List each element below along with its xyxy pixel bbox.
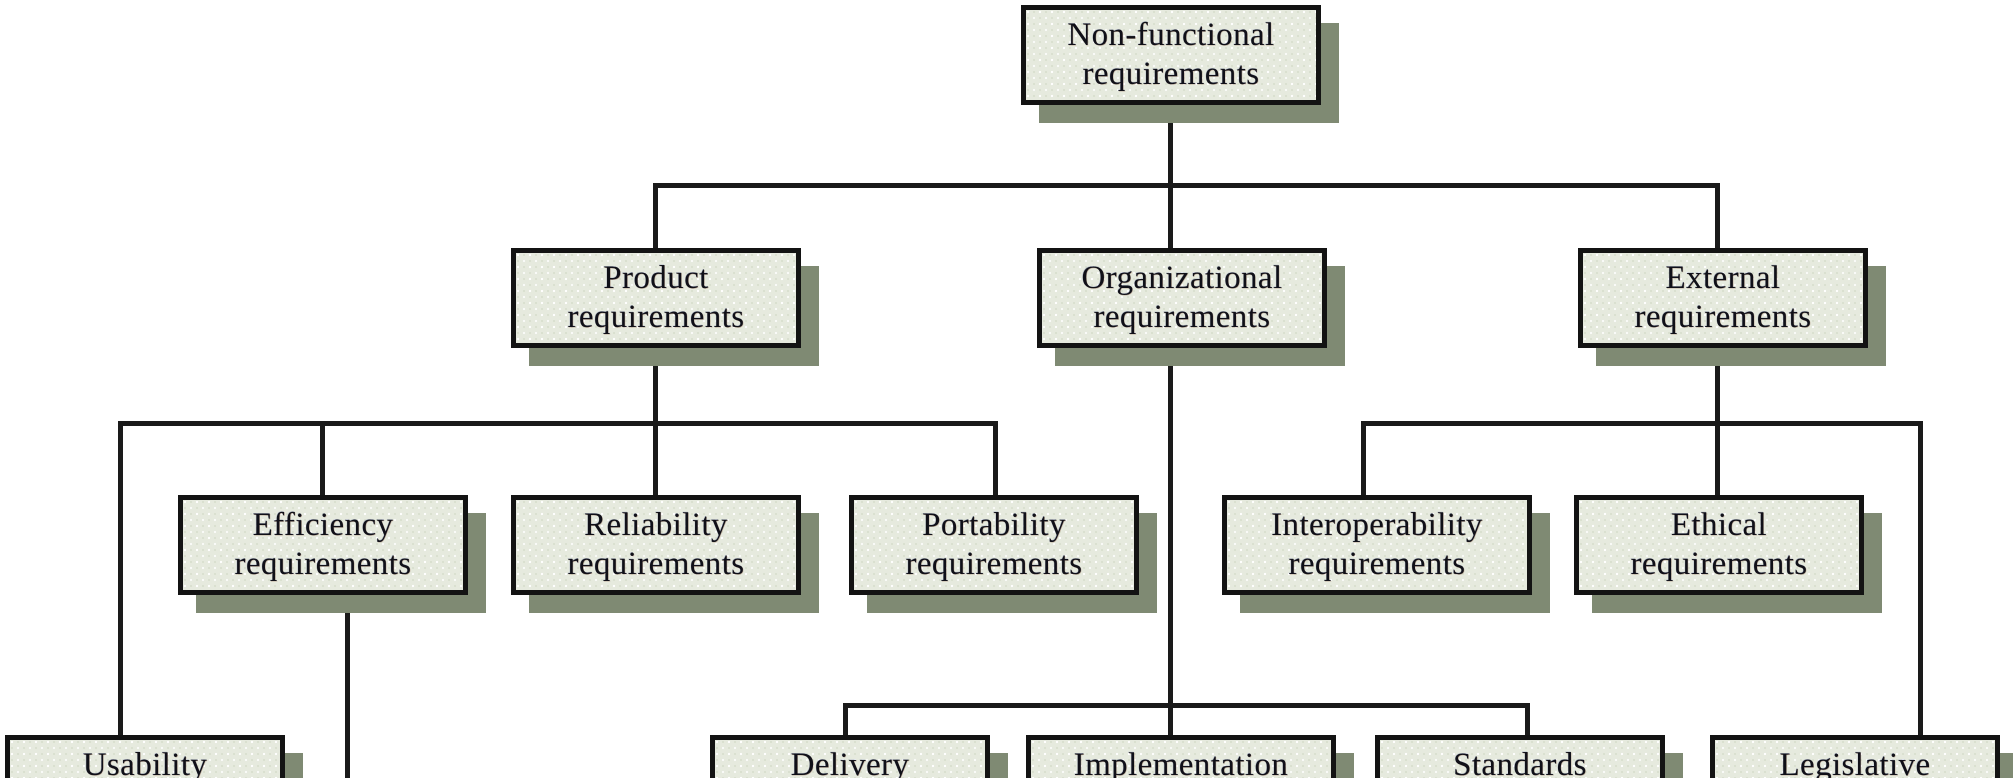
node-root[interactable]: Non-functional requirements [1021, 5, 1339, 123]
node-box[interactable]: Non-functional requirements [1021, 5, 1321, 105]
node-box[interactable]: Organizational requirements [1037, 248, 1327, 348]
node-box[interactable]: Standards requirements [1375, 735, 1665, 778]
node-label: Efficiency requirements [234, 507, 412, 582]
edge-organizational-to-standards [1525, 703, 1530, 743]
edge-product-stem [653, 348, 658, 426]
node-label: External requirements [1634, 260, 1812, 335]
edge-efficiency-stem [345, 595, 350, 778]
node-product[interactable]: Product requirements [511, 248, 819, 366]
node-organizational[interactable]: Organizational requirements [1037, 248, 1345, 366]
node-box[interactable]: Efficiency requirements [178, 495, 468, 595]
edge-product-to-usability [118, 421, 123, 743]
edge-product-to-efficiency [320, 421, 325, 499]
edge-root-stem [1168, 105, 1173, 188]
node-label: Legislative requirements [1779, 747, 1931, 778]
node-label: Delivery requirements [790, 747, 910, 778]
node-portability[interactable]: Portability requirements [849, 495, 1157, 613]
edge-root-bus [653, 183, 1718, 188]
node-label: Non-functional requirements [1067, 17, 1275, 92]
node-legislative[interactable]: Legislative requirements [1710, 735, 2013, 778]
node-label: Organizational requirements [1081, 260, 1283, 335]
edge-root-to-product [653, 183, 658, 251]
edge-external-to-ethical [1715, 421, 1720, 499]
node-box[interactable]: Legislative requirements [1710, 735, 2000, 778]
edge-organizational-to-delivery [843, 703, 848, 743]
node-box[interactable]: Interoperability requirements [1222, 495, 1532, 595]
node-box[interactable]: Reliability requirements [511, 495, 801, 595]
node-box[interactable]: Product requirements [511, 248, 801, 348]
node-box[interactable]: External requirements [1578, 248, 1868, 348]
edge-organizational-stem [1168, 348, 1173, 746]
node-label: Usability requirements [82, 747, 208, 778]
node-label: Portability requirements [905, 507, 1083, 582]
node-box[interactable]: Portability requirements [849, 495, 1139, 595]
edge-product-bus [118, 421, 998, 426]
edge-external-stem [1715, 348, 1720, 426]
node-label: Implementation requirements [1073, 747, 1289, 778]
edge-organizational-bus [843, 703, 1528, 708]
node-label: Reliability requirements [567, 507, 745, 582]
edge-organizational-to-implementation [1168, 703, 1173, 743]
node-interoperability[interactable]: Interoperability requirements [1222, 495, 1550, 613]
node-box[interactable]: Delivery requirements [710, 735, 990, 778]
node-label: Product requirements [567, 260, 745, 335]
edge-product-to-portability [993, 421, 998, 499]
edge-external-to-interoperability [1361, 421, 1366, 499]
edge-external-bus [1361, 421, 1923, 426]
node-label: Ethical requirements [1630, 507, 1808, 582]
node-box[interactable]: Ethical requirements [1574, 495, 1864, 595]
node-reliability[interactable]: Reliability requirements [511, 495, 819, 613]
node-standards[interactable]: Standards requirements [1375, 735, 1683, 778]
node-implementation[interactable]: Implementation requirements [1026, 735, 1354, 778]
node-label: Standards requirements [1453, 747, 1587, 778]
node-efficiency[interactable]: Efficiency requirements [178, 495, 486, 613]
node-box[interactable]: Implementation requirements [1026, 735, 1336, 778]
node-label: Interoperability requirements [1271, 507, 1483, 582]
edge-root-to-organizational [1168, 183, 1173, 251]
node-external[interactable]: External requirements [1578, 248, 1886, 366]
edge-external-to-legislative [1918, 421, 1923, 743]
node-box[interactable]: Usability requirements [5, 735, 285, 778]
node-ethical[interactable]: Ethical requirements [1574, 495, 1882, 613]
edge-product-to-reliability [653, 421, 658, 499]
node-usability[interactable]: Usability requirements [5, 735, 303, 778]
edge-root-to-external [1715, 183, 1720, 251]
node-delivery[interactable]: Delivery requirements [710, 735, 1008, 778]
